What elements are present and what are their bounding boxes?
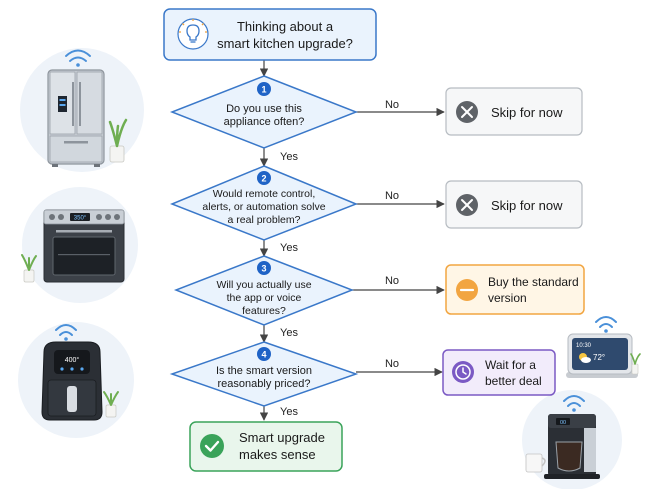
outcome-skip-1: Skip for now (445, 87, 583, 136)
connectors (259, 60, 445, 421)
yes-label-2: Yes (280, 242, 298, 254)
weather-icon (579, 353, 591, 363)
wifi-icon (563, 395, 585, 412)
no-label-2: No (385, 190, 399, 202)
coffee-maker-illustration: 00 (522, 390, 622, 489)
start-box: Thinking about a smart kitchen upgrade? (163, 8, 377, 61)
final-line-2: makes sense (239, 447, 316, 462)
air-fryer-illustration: 400° (18, 322, 134, 438)
step-number-1: 1 (261, 85, 266, 95)
wifi-icon (65, 49, 91, 67)
final-line-1: Smart upgrade (239, 430, 325, 445)
question-1-line-2: appliance often? (224, 116, 305, 128)
question-4-line-1: Is the smart version (216, 365, 312, 377)
outcome-skip-2: Skip for now (445, 180, 583, 229)
clock-icon (452, 361, 474, 383)
hub-time-text: 10:30 (576, 343, 592, 349)
smart-hub-illustration: 10:30 72° (566, 316, 641, 378)
start-line-1: Thinking about a (237, 19, 334, 34)
step-badge-3 (257, 261, 271, 275)
wifi-icon (55, 324, 77, 341)
yes-label-4: Yes (280, 406, 298, 418)
question-1-line-1: Do you use this (226, 103, 302, 115)
wifi-icon (595, 316, 617, 333)
hub-temp-text: 72° (593, 353, 605, 362)
step-number-2: 2 (261, 174, 266, 184)
step-number-4: 4 (261, 350, 266, 360)
decision-4: 4 Is the smart version reasonably priced… (169, 341, 359, 407)
oven-display-text: 350° (74, 216, 87, 222)
oven-illustration: 350° (21, 187, 138, 303)
question-3-line-2: the app or voice (227, 292, 302, 304)
final-box: Smart upgrade makes sense (189, 421, 343, 472)
step-number-3: 3 (261, 264, 266, 274)
outcome-3-line-2: version (488, 291, 527, 305)
question-3-line-1: Will you actually use (216, 279, 311, 291)
lightbulb-icon (177, 18, 209, 50)
outcome-4-line-1: Wait for a (485, 358, 536, 372)
x-circle-icon (456, 194, 478, 216)
question-4-line-2: reasonably priced? (218, 378, 311, 390)
outcome-wait: Wait for a better deal (442, 349, 556, 396)
step-badge-1 (257, 82, 271, 96)
outcome-1-text: Skip for now (491, 105, 563, 120)
no-label-4: No (385, 358, 399, 370)
decision-2: 2 Would remote control, alerts, or autom… (169, 165, 359, 241)
outcome-standard: Buy the standard version (445, 264, 585, 315)
check-circle-icon (200, 434, 224, 458)
coffee-display-text: 00 (560, 420, 566, 426)
question-2-line-1: Would remote control, (213, 188, 316, 200)
question-2-line-2: alerts, or automation solve (202, 201, 325, 213)
decision-1: 1 Do you use this appliance often? (169, 75, 359, 149)
step-badge-2 (257, 171, 271, 185)
outcome-2-text: Skip for now (491, 198, 563, 213)
x-circle-icon (456, 101, 478, 123)
yes-label-3: Yes (280, 327, 298, 339)
yes-label-1: Yes (280, 151, 298, 163)
start-line-2: smart kitchen upgrade? (217, 36, 353, 51)
question-2-line-3: a real problem? (228, 214, 301, 226)
fridge-illustration (20, 48, 144, 172)
decision-3: 3 Will you actually use the app or voice… (173, 255, 355, 326)
no-label-1: No (385, 99, 399, 111)
question-3-line-3: features? (242, 305, 286, 317)
air-fryer-display-text: 400° (65, 356, 80, 364)
no-label-3: No (385, 275, 399, 287)
minus-circle-icon (456, 279, 478, 301)
step-badge-4 (257, 347, 271, 361)
outcome-3-line-1: Buy the standard (488, 275, 579, 289)
outcome-4-line-2: better deal (485, 374, 542, 388)
